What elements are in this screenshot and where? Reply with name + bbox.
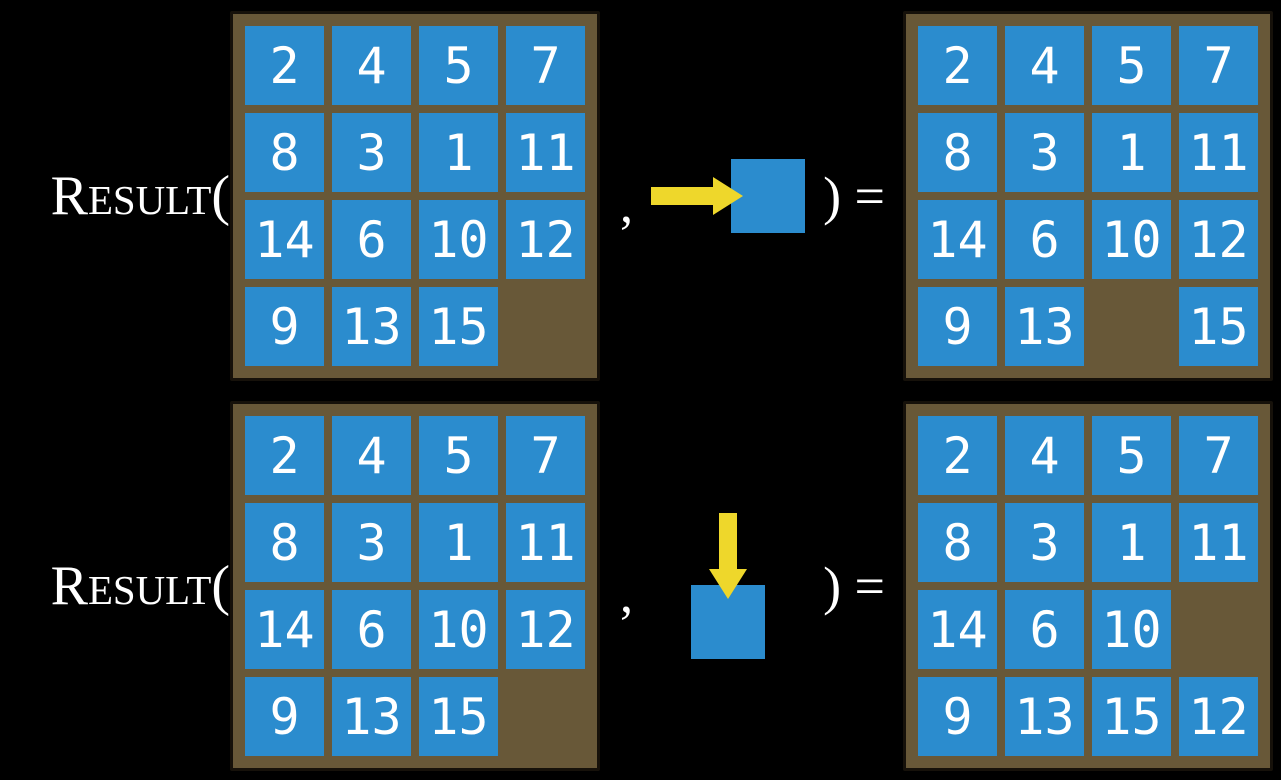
operator-zone-2: , ) = [600, 392, 903, 780]
tile-13: 13 [1005, 287, 1084, 366]
move-right-action [651, 159, 806, 233]
tile-1: 1 [419, 503, 498, 582]
close-paren-equals: ) = [823, 556, 885, 616]
tile-8: 8 [245, 503, 324, 582]
comma-separator: , [620, 177, 633, 234]
tile-12: 12 [1179, 677, 1258, 756]
tile-3: 3 [332, 503, 411, 582]
tile-6: 6 [332, 200, 411, 279]
tile-7: 7 [506, 26, 585, 105]
tile-4: 4 [332, 416, 411, 495]
open-paren: ( [211, 555, 230, 617]
tile-1: 1 [1092, 503, 1171, 582]
tile-10: 10 [1092, 200, 1171, 279]
tile-3: 3 [1005, 113, 1084, 192]
tile-3: 3 [332, 113, 411, 192]
tile-8: 8 [918, 503, 997, 582]
result-label-cap: R [50, 555, 88, 617]
tile-6: 6 [332, 590, 411, 669]
tile-1: 1 [1092, 113, 1171, 192]
tile-7: 7 [1179, 26, 1258, 105]
tile-12: 12 [506, 590, 585, 669]
result-function-label: RESULT( [28, 558, 230, 614]
tile-10: 10 [419, 590, 498, 669]
result-label-smallcaps: ESULT [87, 568, 212, 613]
tile-12: 12 [1179, 200, 1258, 279]
tile-2: 2 [918, 26, 997, 105]
tile-13: 13 [332, 287, 411, 366]
tile-7: 7 [506, 416, 585, 495]
tile-5: 5 [419, 416, 498, 495]
tile-9: 9 [245, 677, 324, 756]
move-down-action [691, 513, 766, 659]
tile-15: 15 [419, 287, 498, 366]
comma-separator: , [620, 567, 633, 624]
tile-9: 9 [245, 287, 324, 366]
tile-1: 1 [419, 113, 498, 192]
tile-9: 9 [918, 287, 997, 366]
tile-6: 6 [1005, 200, 1084, 279]
tile-14: 14 [245, 590, 324, 669]
tile-11: 11 [1179, 503, 1258, 582]
tile-square-icon [731, 159, 806, 233]
tile-15: 15 [1092, 677, 1171, 756]
tile-5: 5 [1092, 26, 1171, 105]
tile-2: 2 [245, 416, 324, 495]
result-label-cap: R [50, 165, 88, 227]
tile-11: 11 [506, 113, 585, 192]
tile-13: 13 [332, 677, 411, 756]
tile-8: 8 [918, 113, 997, 192]
tile-14: 14 [245, 200, 324, 279]
tile-4: 4 [1005, 416, 1084, 495]
tile-6: 6 [1005, 590, 1084, 669]
tile-14: 14 [918, 590, 997, 669]
tile-9: 9 [918, 677, 997, 756]
result-label-smallcaps: ESULT [87, 178, 212, 223]
tile-5: 5 [1092, 416, 1171, 495]
tile-10: 10 [419, 200, 498, 279]
empty-cell [1092, 287, 1171, 366]
tile-15: 15 [1179, 287, 1258, 366]
tile-7: 7 [1179, 416, 1258, 495]
tile-3: 3 [1005, 503, 1084, 582]
tile-4: 4 [1005, 26, 1084, 105]
open-paren: ( [211, 165, 230, 227]
tile-5: 5 [419, 26, 498, 105]
down-arrow-icon [709, 513, 748, 599]
tile-12: 12 [506, 200, 585, 279]
right-arrow-icon [651, 177, 744, 215]
tile-14: 14 [918, 200, 997, 279]
close-paren-equals: ) = [823, 166, 885, 226]
result-function-label: RESULT( [28, 168, 230, 224]
tile-4: 4 [332, 26, 411, 105]
tile-13: 13 [1005, 677, 1084, 756]
tile-2: 2 [918, 416, 997, 495]
empty-cell [506, 677, 585, 756]
tile-11: 11 [506, 503, 585, 582]
tile-11: 11 [1179, 113, 1258, 192]
operator-zone-1: , ) = [600, 0, 903, 392]
tile-15: 15 [419, 677, 498, 756]
tile-2: 2 [245, 26, 324, 105]
tile-8: 8 [245, 113, 324, 192]
empty-cell [506, 287, 585, 366]
empty-cell [1179, 590, 1258, 669]
tile-10: 10 [1092, 590, 1171, 669]
